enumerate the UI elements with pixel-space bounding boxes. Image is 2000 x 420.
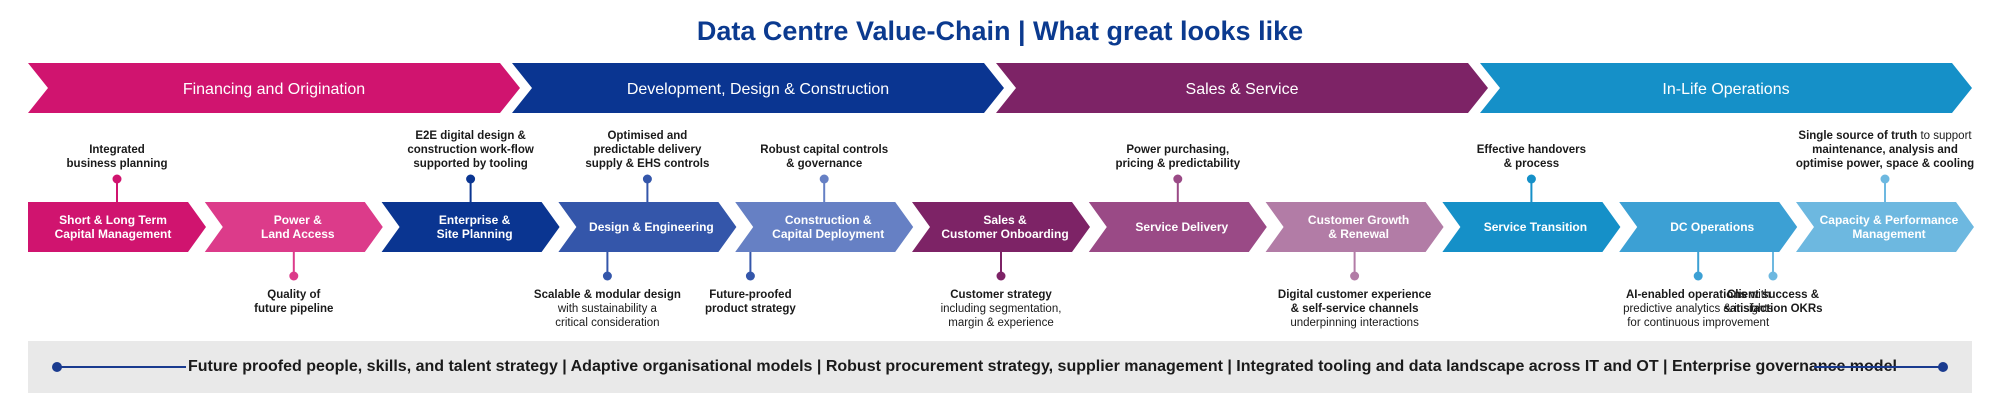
bottom-annotation-1: Scalable & modular design <box>534 289 681 301</box>
top-annotation-1: supported by tooling <box>413 158 527 170</box>
top-annotation-2: supply & EHS controls <box>585 158 709 170</box>
step-arrow-7 <box>1265 202 1444 252</box>
bottom-dot-1 <box>602 271 612 281</box>
phase-arrow-3 <box>1480 63 1972 113</box>
bottom-dot-5 <box>1693 271 1703 281</box>
step-label-4: Construction & <box>785 213 872 227</box>
top-dot-2 <box>642 174 652 184</box>
bottom-annotation-1: with sustainability a <box>557 303 658 315</box>
top-dot-1 <box>466 174 476 184</box>
top-annotation-2: predictable delivery <box>593 144 702 156</box>
phase-label-0: Financing and Origination <box>183 81 365 98</box>
page-title: Data Centre Value-Chain | What great loo… <box>696 16 1304 46</box>
step-label-5: Customer Onboarding <box>941 227 1068 241</box>
footer-connector-right <box>1814 366 1944 368</box>
top-annotation-6: maintenance, analysis and <box>1812 144 1958 156</box>
step-arrow-8 <box>1442 202 1621 252</box>
bottom-annotation-3: margin & experience <box>948 317 1053 329</box>
top-dot-3 <box>819 174 829 184</box>
top-annotation-1: construction work-flow <box>407 144 534 156</box>
bottom-annotation-3: Customer strategy <box>950 289 1052 301</box>
top-annotation-3: Robust capital controls <box>760 144 888 156</box>
step-label-2: Enterprise & <box>439 213 511 227</box>
step-label-10: Management <box>1852 227 1925 241</box>
step-arrow-6 <box>1088 202 1267 252</box>
step-label-2: Site Planning <box>437 227 513 241</box>
bottom-annotation-5: AI-enabled operations with <box>1626 289 1770 301</box>
bottom-annotation-6: satisfaction OKRs <box>1723 303 1822 315</box>
phase-arrow-1 <box>512 63 1004 113</box>
step-arrow-2 <box>381 202 560 252</box>
footer-dot-left <box>52 362 62 372</box>
bottom-annotation-1: critical consideration <box>555 317 659 329</box>
step-label-0: Capital Management <box>55 227 172 241</box>
footer-banner: Future proofed people, skills, and talen… <box>28 341 1972 393</box>
top-annotation-2: Optimised and <box>607 130 687 142</box>
phase-label-3: In-Life Operations <box>1662 81 1789 98</box>
step-label-8: Service Transition <box>1484 220 1587 234</box>
step-label-9: DC Operations <box>1670 220 1754 234</box>
step-arrow-0 <box>28 202 206 252</box>
top-annotation-4: Power purchasing, <box>1126 144 1229 156</box>
top-annotation-6: Single source of truth to support <box>1798 130 1972 142</box>
bottom-annotation-6: Client success & <box>1727 289 1819 301</box>
bottom-annotation-5: for continuous improvement <box>1627 317 1770 329</box>
top-annotation-3: & governance <box>786 158 862 170</box>
top-annotation-1: E2E digital design & <box>415 130 526 142</box>
bottom-annotation-2: Future-proofed <box>709 289 791 301</box>
footer-text: Future proofed people, skills, and talen… <box>188 358 1897 375</box>
top-dot-6 <box>1880 174 1890 184</box>
phase-arrow-0 <box>28 63 520 113</box>
bottom-annotation-0: future pipeline <box>254 303 333 315</box>
step-arrow-5 <box>912 202 1090 252</box>
phase-arrow-2 <box>996 63 1488 113</box>
footer-connector-left <box>56 366 186 368</box>
bottom-annotation-4: & self-service channels <box>1291 303 1419 315</box>
step-label-0: Short & Long Term <box>59 213 167 227</box>
top-annotation-0: Integrated <box>89 144 145 156</box>
bottom-dot-6 <box>1768 271 1778 281</box>
top-annotation-4: pricing & predictability <box>1115 158 1240 170</box>
top-dot-5 <box>1526 174 1536 184</box>
bottom-dot-2 <box>745 271 755 281</box>
step-label-1: Land Access <box>261 227 335 241</box>
step-label-7: & Renewal <box>1328 227 1389 241</box>
top-annotation-6: optimise power, space & cooling <box>1796 158 1974 170</box>
bottom-dot-4 <box>1350 271 1360 281</box>
step-arrow-3 <box>558 202 737 252</box>
bottom-dot-0 <box>289 271 299 281</box>
bottom-annotation-5: predictive analytics & insights <box>1623 303 1773 315</box>
step-label-4: Capital Deployment <box>772 227 884 241</box>
phase-label-2: Sales & Service <box>1186 81 1299 98</box>
step-label-6: Service Delivery <box>1135 220 1228 234</box>
bottom-dot-3 <box>996 271 1006 281</box>
top-annotation-0: business planning <box>67 158 168 170</box>
bottom-annotation-3: including segmentation, <box>941 303 1062 315</box>
bottom-annotation-0: Quality of <box>267 289 320 301</box>
step-label-5: Sales & <box>983 213 1027 227</box>
step-label-7: Customer Growth <box>1308 213 1409 227</box>
bottom-annotation-4: underpinning interactions <box>1290 317 1419 329</box>
step-arrow-10 <box>1796 202 1974 252</box>
bottom-annotation-2: product strategy <box>705 303 796 315</box>
step-label-10: Capacity & Performance <box>1820 213 1959 227</box>
top-annotation-5: Effective handovers <box>1477 144 1586 156</box>
step-arrow-1 <box>204 202 383 252</box>
top-dot-4 <box>1173 174 1183 184</box>
step-label-1: Power & <box>274 213 322 227</box>
footer-dot-right <box>1938 362 1948 372</box>
step-arrow-9 <box>1619 202 1798 252</box>
step-arrow-4 <box>735 202 914 252</box>
phase-label-1: Development, Design & Construction <box>627 81 889 98</box>
top-annotation-5: & process <box>1504 158 1560 170</box>
top-dot-0 <box>112 174 122 184</box>
step-label-3: Design & Engineering <box>589 220 714 234</box>
bottom-annotation-4: Digital customer experience <box>1278 289 1431 301</box>
